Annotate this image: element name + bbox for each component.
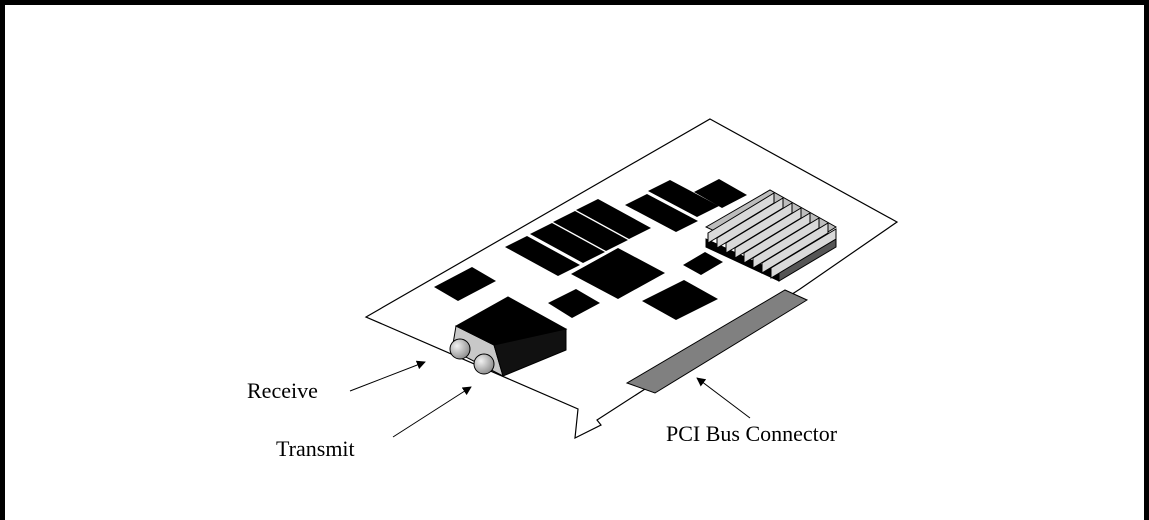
transmit-leader-arrow <box>392 386 472 438</box>
chip <box>571 248 665 299</box>
chip <box>642 280 718 320</box>
receive-leader-arrow <box>349 360 426 392</box>
chip <box>434 267 496 301</box>
receive-port <box>449 338 471 360</box>
chip <box>530 223 605 263</box>
chip <box>505 236 580 276</box>
fiber-ports <box>449 338 495 375</box>
chip <box>648 180 719 217</box>
chip <box>683 252 723 275</box>
chip <box>625 194 698 232</box>
board-chips <box>434 179 747 320</box>
chip <box>553 211 628 251</box>
pci-bus-connector-label: PCI Bus Connector <box>666 421 838 446</box>
transmit-label: Transmit <box>276 436 355 461</box>
receive-label: Receive <box>247 378 318 403</box>
chip <box>548 289 600 318</box>
chip <box>694 179 747 208</box>
pci-bus-connector <box>625 289 809 394</box>
pci-leader-arrow <box>696 377 751 419</box>
heatsink <box>704 189 837 282</box>
chip <box>576 199 651 239</box>
transmit-port <box>473 353 495 375</box>
